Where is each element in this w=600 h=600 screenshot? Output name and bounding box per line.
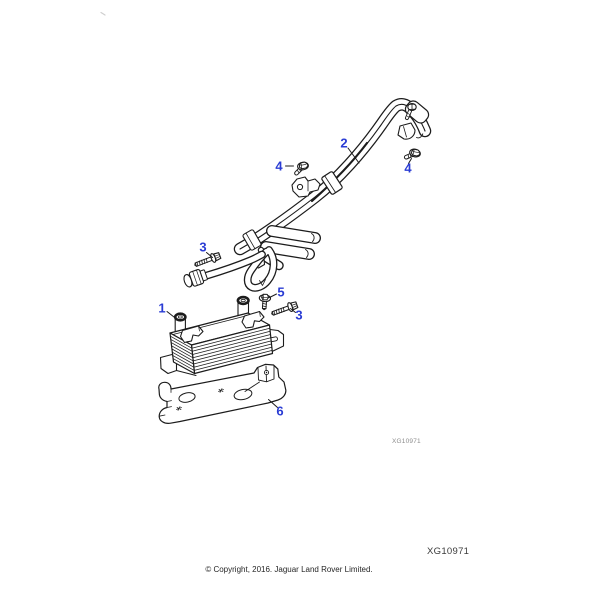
bracket-drawing	[158, 363, 287, 424]
callout-4-screw-right: 4	[404, 160, 412, 176]
screw-4-left	[295, 161, 309, 173]
callout-1-oil-cooler: 1	[158, 300, 166, 316]
bolt-3-upper	[192, 250, 222, 270]
callout-6-bracket: 6	[276, 403, 284, 419]
callout-2-pipe: 2	[340, 135, 348, 151]
callout-3-bolt-upper: 3	[199, 239, 207, 255]
callout-3-bolt-lower: 3	[295, 307, 303, 323]
fastener-drawings	[192, 147, 421, 319]
screw-4-right	[406, 147, 421, 160]
callout-5-screw-center: 5	[277, 284, 285, 300]
copyright-notice: © Copyright, 2016. Jaguar Land Rover Lim…	[205, 565, 373, 574]
print-artifact	[100, 11, 106, 16]
figure-code-large: XG10971	[427, 546, 470, 557]
pipe-assembly-drawing	[233, 98, 432, 256]
bolt-3-lower	[269, 299, 299, 319]
callout-leader-lines	[166, 147, 412, 408]
callout-4-screw-left: 4	[275, 158, 283, 174]
hose-assembly-drawing	[183, 225, 321, 292]
screw-5	[258, 293, 272, 311]
figure-code-small: XG10971	[392, 438, 421, 445]
oil-cooler-drawing	[159, 295, 285, 376]
